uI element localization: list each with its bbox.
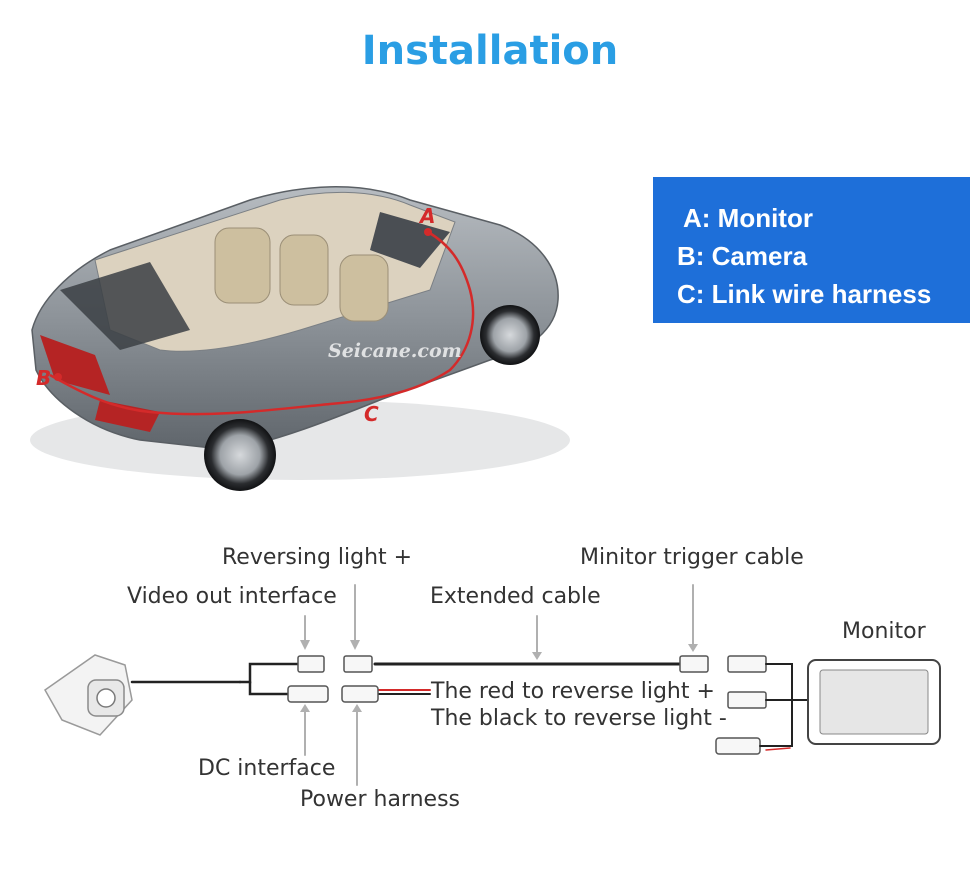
legend-item-camera: B: Camera (677, 241, 808, 271)
video-branch (238, 662, 302, 684)
rear-wheel (204, 419, 276, 491)
dc-connector (287, 685, 329, 703)
point-b-dot (54, 373, 62, 381)
tail-light-right (95, 400, 160, 432)
rear-window (60, 262, 190, 350)
front-seat-right (339, 254, 389, 322)
camera-icon (44, 654, 133, 736)
extended-cable-connector (343, 655, 373, 673)
label-extended-cable: Extended cable (430, 584, 601, 609)
legend-box: A: Monitor B: Camera C: Link wire harnes… (653, 177, 970, 323)
video-out-connector (297, 655, 325, 673)
label-black-wire: The black to reverse light - (431, 706, 727, 731)
wiring-diagram (44, 584, 941, 786)
rear-seat (214, 227, 271, 304)
car-illustration (30, 186, 570, 491)
monitor-video-wire (765, 663, 811, 701)
label-red-wire: The red to reverse light + (431, 679, 715, 704)
point-b-label: B (36, 366, 52, 390)
harness-route (49, 230, 475, 416)
dc-branch (248, 680, 292, 696)
point-a-dot (424, 228, 432, 236)
page-title: Installation (361, 28, 619, 74)
label-reversing-light: Reversing light + (222, 545, 413, 570)
legend-item-harness: C: Link wire harness (677, 279, 932, 309)
monitor-icon (807, 659, 941, 745)
power-connector (341, 685, 379, 703)
watermark: Seicane.com (328, 340, 462, 362)
trigger-connector (679, 655, 709, 673)
legend-item-monitor: A: Monitor (683, 203, 813, 233)
label-monitor: Monitor (842, 619, 926, 644)
point-a-label: A (420, 204, 436, 228)
monitor-red-wire (765, 747, 791, 751)
front-wheel (480, 305, 540, 365)
car-interior (94, 191, 456, 352)
label-video-out: Video out interface (127, 584, 337, 609)
monitor-dc-connector (715, 737, 761, 755)
label-dc-interface: DC interface (198, 756, 336, 781)
dashboard (370, 212, 450, 268)
monitor-power-connector (727, 691, 767, 709)
point-c-label: C (364, 402, 379, 426)
front-seat-left (279, 234, 329, 306)
monitor-video-connector (727, 655, 767, 673)
label-monitor-trigger: Minitor trigger cable (580, 545, 804, 570)
monitor-dc-wire (759, 699, 793, 747)
label-power-harness: Power harness (300, 787, 460, 812)
